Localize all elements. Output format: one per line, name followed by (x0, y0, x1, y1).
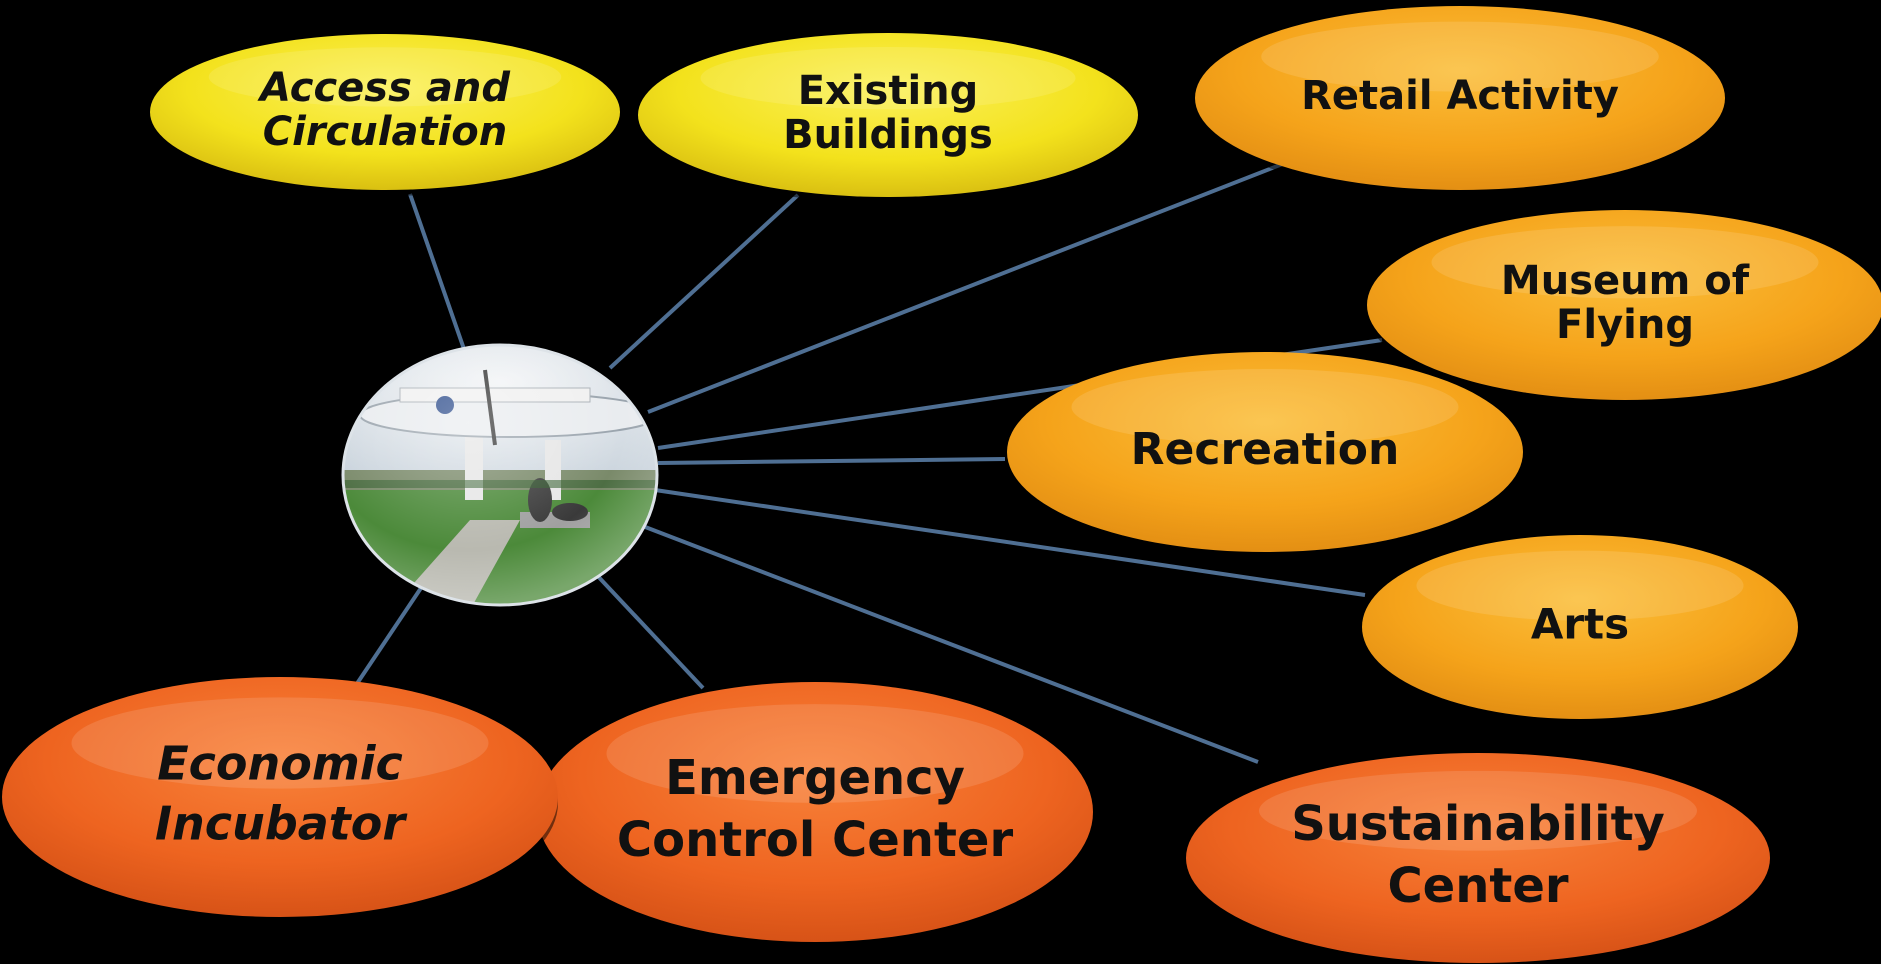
node-recreation: Recreation (1007, 352, 1523, 558)
node-label: Existing (798, 68, 979, 114)
node-bubble (1362, 535, 1798, 719)
node-bubble (1186, 753, 1770, 963)
node-label: Control Center (617, 812, 1014, 868)
node-label: Recreation (1131, 424, 1400, 475)
node-bubble (1195, 6, 1725, 190)
connector-economic (346, 583, 425, 699)
connector-retail (647, 161, 1286, 414)
connector-sustainability (639, 523, 1259, 764)
node-label: Circulation (263, 109, 507, 155)
connector-recreation (657, 457, 1006, 465)
node-arts: Arts (1362, 535, 1798, 725)
node-label: Museum of (1501, 258, 1750, 304)
node-highlight (700, 46, 1076, 110)
node-highlight (1261, 21, 1659, 92)
node-highlight (1416, 550, 1744, 621)
node-label: Incubator (155, 797, 408, 851)
node-label: Center (1387, 858, 1568, 914)
connector-existing (608, 193, 800, 370)
node-retail: Retail Activity (1195, 6, 1725, 196)
node-label: Flying (1556, 302, 1694, 348)
node-label: Economic (157, 737, 403, 791)
node-highlight (606, 704, 1024, 803)
node-bubble (2, 677, 558, 917)
node-label: Access and (257, 65, 510, 111)
node-label: Buildings (783, 112, 993, 158)
node-label: Retail Activity (1301, 73, 1619, 119)
node-label: Emergency (665, 750, 965, 806)
node-highlight (1431, 226, 1819, 299)
node-label: Sustainability (1291, 796, 1665, 852)
connector-arts (654, 488, 1366, 597)
node-highlight (1071, 369, 1459, 445)
node-highlight (71, 697, 489, 789)
node-bubble (638, 33, 1138, 197)
node-bubble (537, 682, 1093, 942)
node-label: Arts (1531, 600, 1629, 649)
topic-nodes: Access andCirculationExistingBuildingsRe… (2, 6, 1881, 964)
node-bubble (150, 34, 620, 190)
node-highlight (208, 47, 562, 107)
connector-access (408, 193, 467, 353)
node-highlight (1259, 770, 1697, 851)
node-bubble (1367, 210, 1881, 400)
node-bubble (1007, 352, 1523, 552)
hub-photo (341, 343, 659, 607)
connector-emergency (590, 568, 705, 690)
